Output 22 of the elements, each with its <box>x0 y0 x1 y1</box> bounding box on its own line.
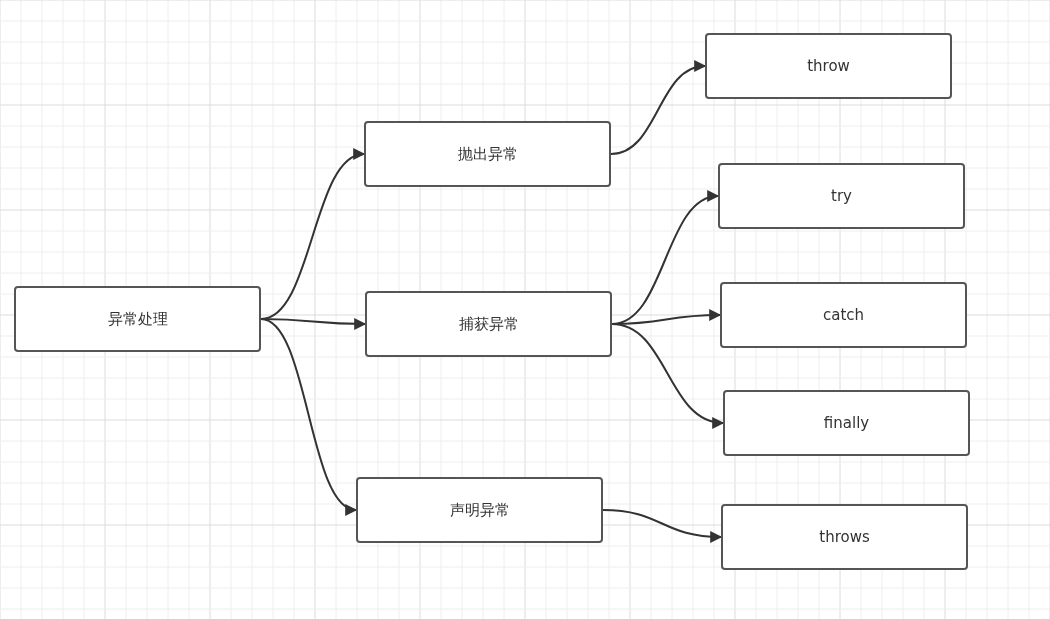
box-label: 声明异常 <box>449 500 510 520</box>
process-box <box>14 286 261 352</box>
process-box <box>365 291 612 357</box>
process-box <box>718 163 965 229</box>
arrow <box>602 509 723 543</box>
arrow <box>260 318 358 513</box>
process-box <box>356 477 603 543</box>
process-box <box>364 121 611 187</box>
box-label: throw <box>807 57 850 75</box>
box-label: try <box>831 187 852 205</box>
process-box <box>721 504 968 570</box>
box-label: throws <box>819 528 870 546</box>
box-label: catch <box>822 306 865 324</box>
arrow <box>610 61 707 155</box>
box-label: 抛出异常 <box>457 144 518 164</box>
process-box <box>705 33 952 99</box>
box-label: 异常处理 <box>107 309 168 329</box>
process-box <box>720 282 967 348</box>
process-box <box>723 390 970 456</box>
box-label: 捕获异常 <box>458 314 519 334</box>
box-label: finally <box>823 414 870 432</box>
arrow <box>611 323 725 428</box>
